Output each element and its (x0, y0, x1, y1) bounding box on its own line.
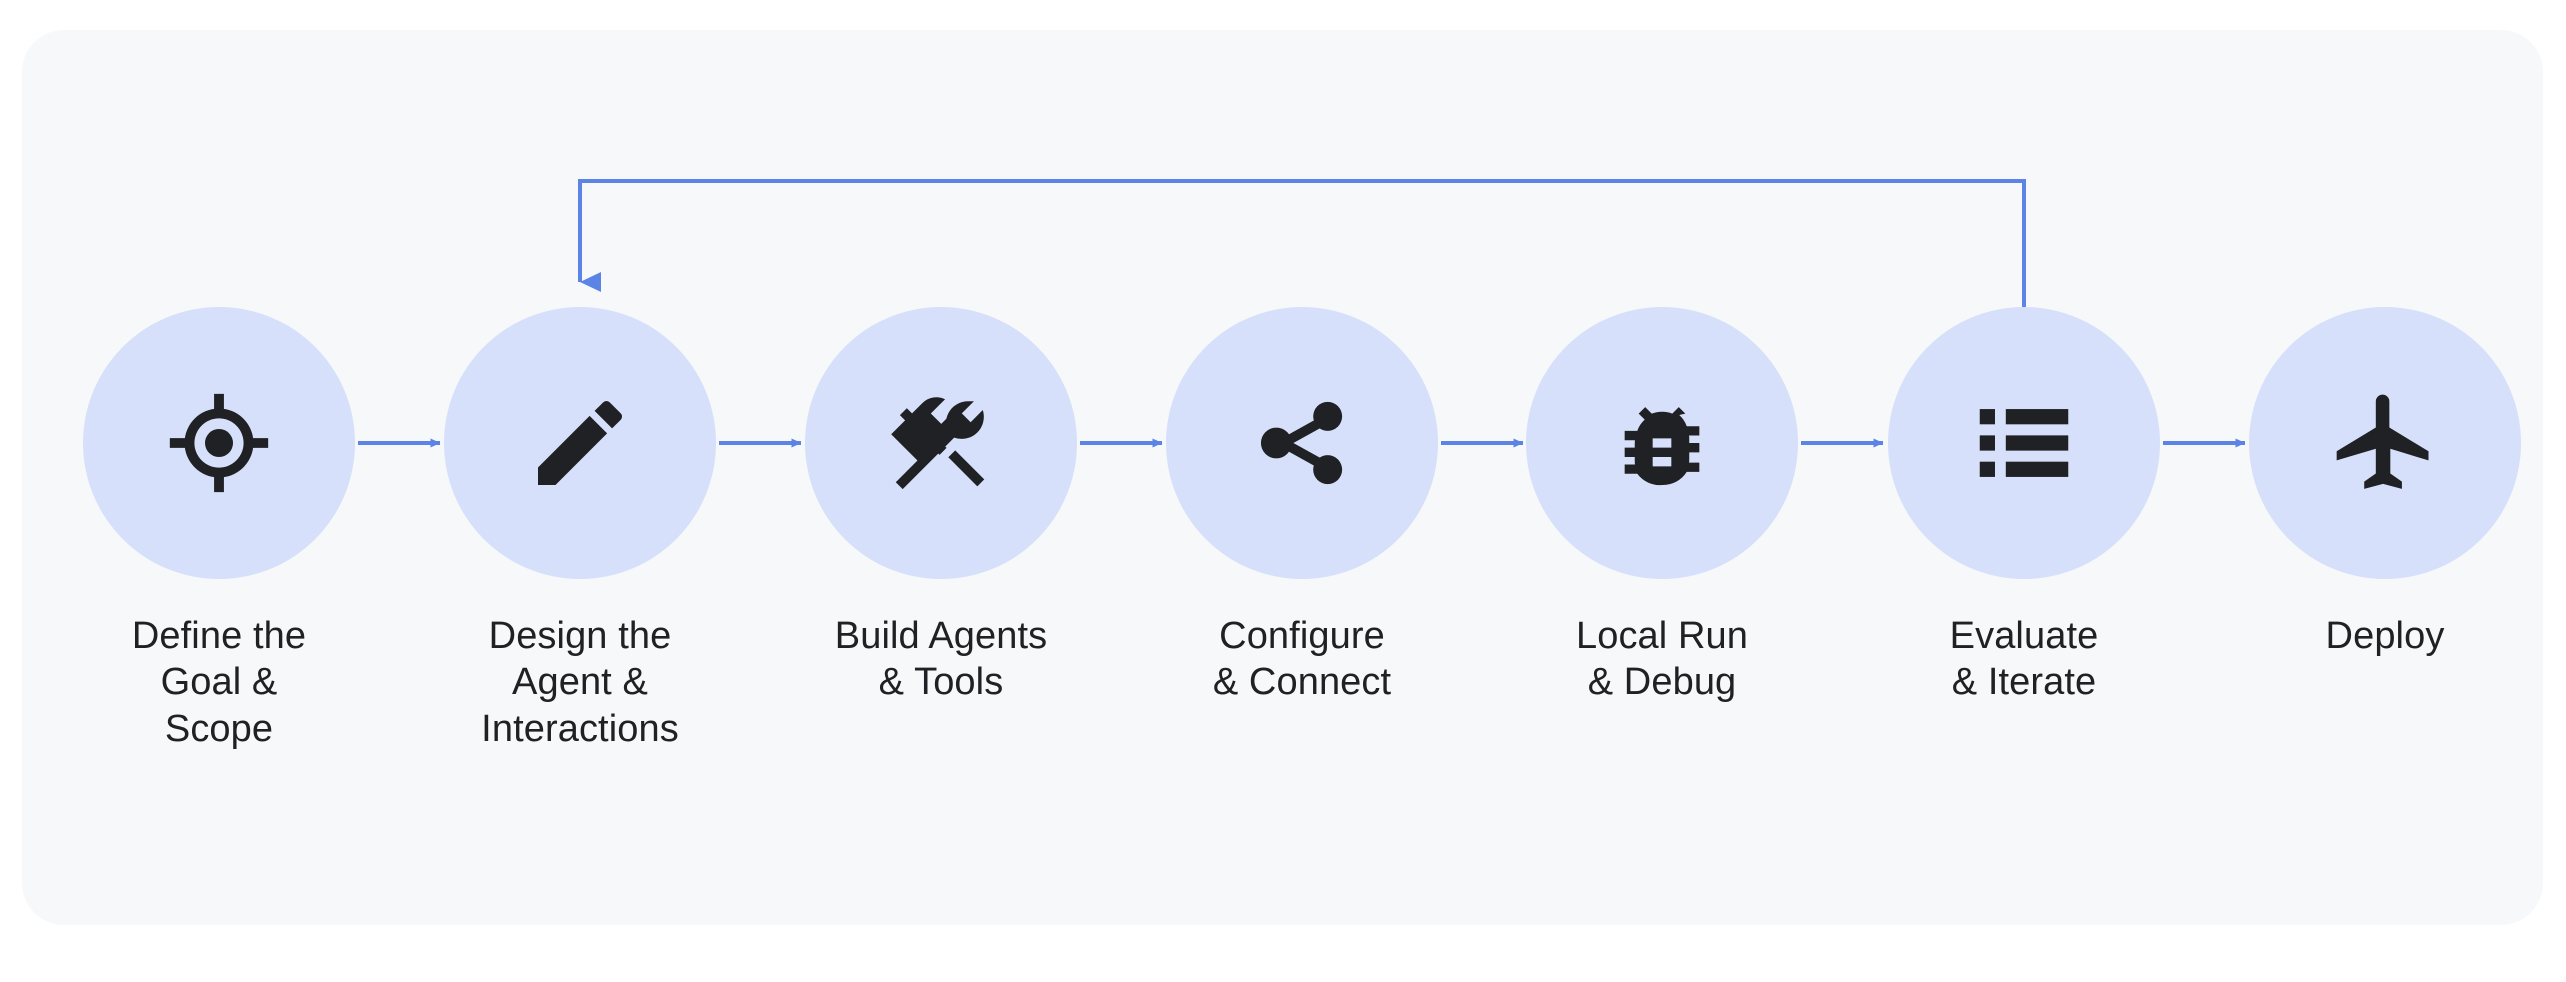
step-4-label: Configure & Connect (1212, 615, 1392, 704)
step-node-4[interactable]: Configure & Connect (1166, 307, 1438, 706)
step-node-6[interactable]: Evaluate & Iterate (1888, 307, 2160, 706)
step-4-icon-circle[interactable] (1166, 307, 1438, 579)
step-6-icon-circle[interactable] (1888, 307, 2160, 579)
step-6-label: Evaluate & Iterate (1949, 615, 2099, 704)
pencil-edit-icon (524, 387, 636, 499)
feedback-loop-path (578, 179, 2026, 307)
step-3-label: Build Agents & Tools (834, 615, 1048, 704)
diagram-panel: Define the Goal & Scope Design the Agent… (22, 30, 2543, 925)
step-3-icon-circle[interactable] (805, 307, 1077, 579)
step-5-icon-circle[interactable] (1526, 307, 1798, 579)
diagram-stage: Define the Goal & Scope Design the Agent… (22, 30, 2543, 925)
airplane-icon (2327, 385, 2443, 501)
step-5-label: Local Run & Debug (1575, 615, 1748, 704)
step-node-7[interactable]: Deploy (2249, 307, 2521, 659)
step-7-icon-circle[interactable] (2249, 307, 2521, 579)
target-crosshair-icon (160, 384, 278, 502)
share-network-icon (1246, 387, 1358, 499)
checklist-icon (1965, 384, 2083, 502)
bug-icon (1606, 387, 1718, 499)
step-1-label: Define the Goal & Scope (131, 615, 307, 750)
step-node-2[interactable]: Design the Agent & Interactions (444, 307, 716, 752)
step-7-label: Deploy (2325, 615, 2445, 657)
step-2-icon-circle[interactable] (444, 307, 716, 579)
hammer-wrench-icon (882, 384, 1000, 502)
step-node-1[interactable]: Define the Goal & Scope (83, 307, 355, 752)
step-node-3[interactable]: Build Agents & Tools (805, 307, 1077, 706)
step-2-label: Design the Agent & Interactions (481, 615, 679, 750)
step-1-icon-circle[interactable] (83, 307, 355, 579)
step-node-5[interactable]: Local Run & Debug (1526, 307, 1798, 706)
